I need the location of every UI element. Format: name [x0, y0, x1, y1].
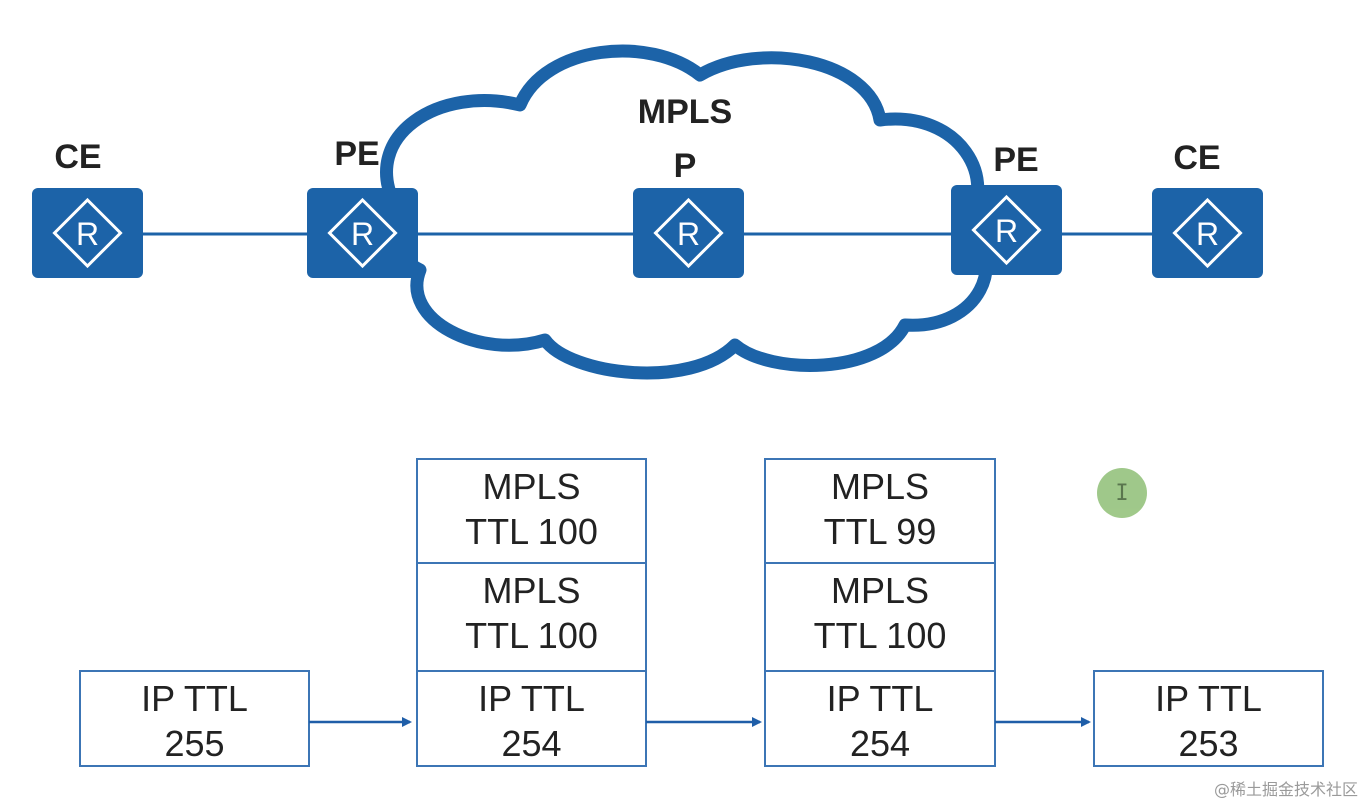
cursor-indicator: I: [1097, 468, 1147, 518]
router-body: [1152, 188, 1263, 278]
watermark: @稀土掘金技术社区: [1213, 780, 1358, 799]
cell-line-2: 253: [1178, 723, 1238, 764]
cell-line-2: TTL 100: [465, 615, 598, 656]
text-cursor-icon: I: [1115, 480, 1129, 506]
cell-line-2: TTL 100: [465, 511, 598, 552]
pe-left-router: R: [307, 188, 418, 278]
cell-line-2: 254: [501, 723, 561, 764]
ce-right-router: R: [1152, 188, 1263, 278]
router-icon: [52, 197, 123, 269]
pe-right-router: R: [951, 185, 1062, 275]
router-icon: [327, 197, 398, 269]
cell-border: [79, 670, 310, 767]
router-body: [32, 188, 143, 278]
cell-line-2: TTL 100: [814, 615, 947, 656]
cell-line-1: IP TTL: [827, 678, 934, 719]
cell-line-1: MPLS: [831, 466, 929, 507]
cell-line-1: IP TTL: [478, 678, 585, 719]
cell-line-2: TTL 99: [824, 511, 937, 552]
pe-right-label: PE: [993, 141, 1038, 179]
cell-border: [764, 562, 996, 672]
cell-border: [416, 458, 647, 564]
router-body: [307, 188, 418, 278]
ce-left-label: CE: [54, 138, 101, 176]
cell-border: [416, 670, 647, 767]
cell-line-1: MPLS: [482, 466, 580, 507]
router-icon-letter: R: [351, 216, 374, 252]
cell-line-2: 254: [850, 723, 910, 764]
pe-left-label: PE: [334, 135, 379, 173]
ce-left-router: R: [32, 188, 143, 278]
cell-border: [764, 458, 996, 564]
cell-line-1: IP TTL: [1155, 678, 1262, 719]
router-icon: [653, 197, 724, 269]
router-icon: [1172, 197, 1243, 269]
router-icon-letter: R: [995, 213, 1018, 249]
router-icon-letter: R: [76, 216, 99, 252]
cell-line-1: IP TTL: [141, 678, 248, 719]
cell-border: [1093, 670, 1324, 767]
ce-right-label: CE: [1173, 139, 1220, 177]
p-core-label: P: [674, 147, 697, 185]
cell-line-2: 255: [164, 723, 224, 764]
cloud-label: MPLS: [638, 93, 732, 131]
p-core-router: R: [633, 188, 744, 278]
router-icon-letter: R: [677, 216, 700, 252]
router-body: [951, 185, 1062, 275]
cell-line-1: MPLS: [482, 570, 580, 611]
router-icon: [971, 194, 1042, 266]
router-body: [633, 188, 744, 278]
cell-border: [764, 670, 996, 767]
cell-line-1: MPLS: [831, 570, 929, 611]
router-icon-letter: R: [1196, 216, 1219, 252]
